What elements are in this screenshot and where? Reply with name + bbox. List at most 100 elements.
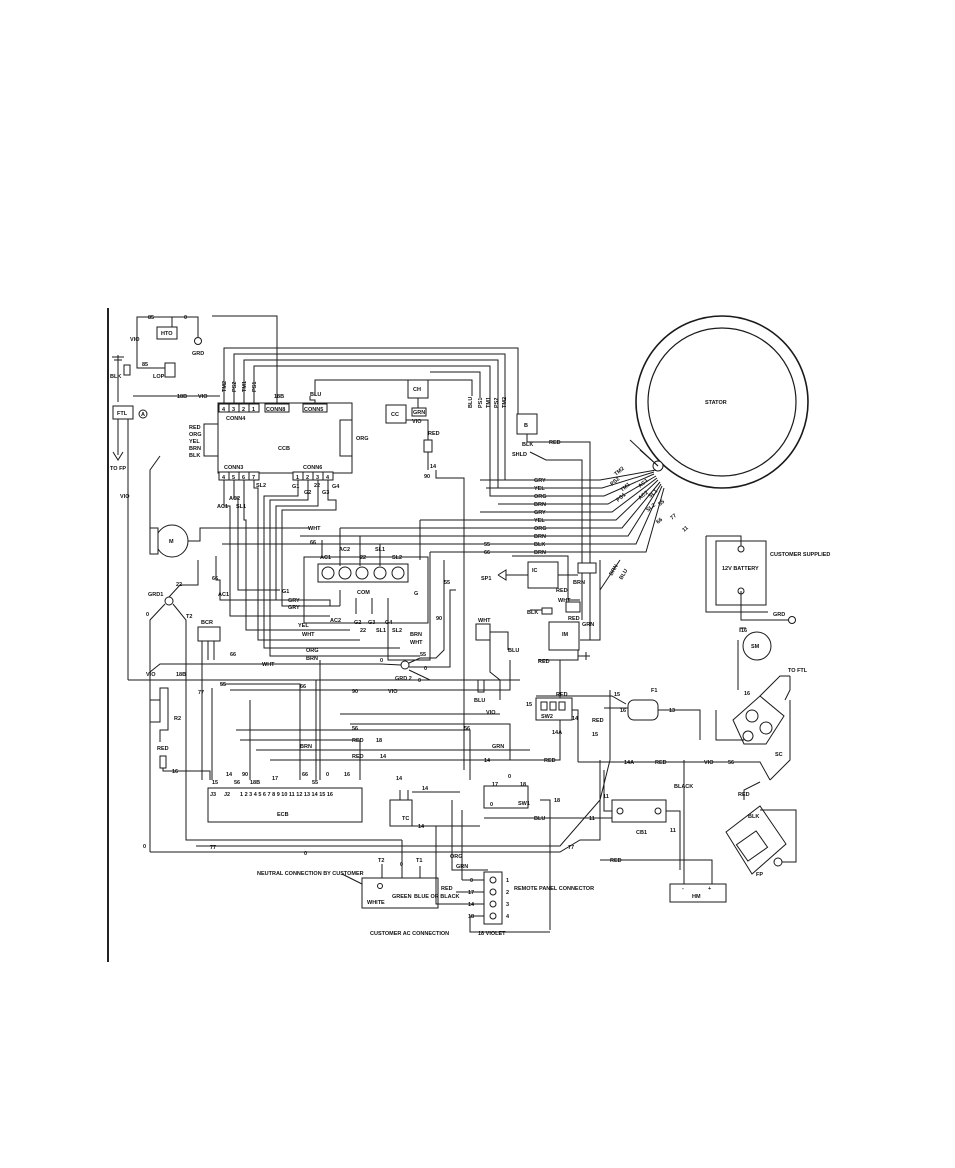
rp-w17: 17 (468, 890, 474, 896)
f1-fuse: F1 16 13 RED 15 (592, 688, 701, 740)
red-im-2: RED (538, 659, 550, 665)
ccb-left-blk: BLK (189, 453, 200, 459)
vio-long-mid: VIO (388, 689, 398, 695)
vio-long-left: VIO (146, 672, 156, 678)
rp-w0: 0 (470, 878, 473, 884)
w55-long: 55 (220, 682, 226, 688)
brn-mid: BRN (300, 744, 312, 750)
ecb-pins: 1 2 3 4 5 6 7 8 9 10 11 12 13 14 15 16 (240, 792, 333, 798)
ac2-ccb: AC2 (229, 496, 240, 502)
ac2-reg: AC2 (330, 618, 341, 624)
w0-grd2-c: 0 (418, 678, 421, 684)
lop-switch (164, 362, 176, 378)
ccb-box (217, 402, 353, 474)
grd2-label: GRD 2 (395, 676, 412, 682)
wire-14a-line (578, 761, 771, 781)
im-box (548, 621, 580, 651)
w14-mid: 14 (380, 754, 387, 760)
remote-panel-group: 1 2 3 4 REMOTE PANEL CONNECTOR 0 17 14 1… (435, 826, 594, 937)
blue-or-black-label: BLUE OR BLACK (414, 894, 460, 900)
w56-mid-2: 56 (464, 726, 470, 732)
conn4-pin3: 3 (232, 407, 235, 413)
cb1-w11: 11 (603, 794, 609, 800)
hm-red: RED (610, 858, 622, 864)
rp-org: ORG (450, 854, 463, 860)
lead-label-tm1: TM1 (619, 482, 631, 494)
sl2-reg: SL2 (392, 628, 402, 634)
sw2-red: RED (556, 692, 568, 698)
sp1-label: SP1 (481, 576, 491, 582)
lead-label-brn3: BRN (534, 550, 546, 556)
conn6-pin4: 4 (326, 475, 330, 481)
lead-label-org: ORG (534, 494, 547, 500)
battery-group: 12V BATTERY CUSTOMER SUPPLIED GRD (705, 535, 830, 624)
stator-leads (300, 439, 665, 553)
wire-14-cc: 14 (430, 464, 437, 470)
rp-4: 4 (506, 914, 510, 920)
lead-label-tm2: TM2 (613, 466, 625, 478)
g4-term: G4 (385, 620, 393, 626)
ecb-box (207, 787, 363, 823)
conn6-pin2: 2 (306, 475, 309, 481)
wire-0-top: 0 (184, 315, 187, 321)
rp-w18: 18 (468, 914, 474, 920)
cb1-w11-c: 11 (670, 828, 676, 834)
w18b-long: 18B (176, 672, 186, 678)
ecb-j2: J2 (224, 792, 230, 798)
t1-ac: T1 (416, 858, 422, 864)
conn4-label: CONN4 (226, 416, 246, 422)
lead-label-brn2: BRN (534, 534, 546, 540)
g3-ccb: G3 (322, 490, 329, 496)
w56-mid: 56 (352, 726, 358, 732)
ccb-board: CCB 4 3 2 1 CONN4 CONN8 CONN5 ORG RED OR… (189, 402, 369, 481)
ecb-w15: 15 (212, 780, 218, 786)
ecb-w55: 55 (312, 780, 318, 786)
ccb-right-connector (339, 419, 353, 457)
org-reg: ORG (306, 648, 319, 654)
ecb-w90: 90 (242, 772, 248, 778)
wht-harness: WHT (308, 526, 321, 532)
im-label: IM (562, 632, 569, 638)
t2-ac: T2 (378, 858, 384, 864)
tc-box (389, 799, 413, 827)
vio-label-cc: VIO (412, 419, 422, 425)
remote-panel-label: REMOTE PANEL CONNECTOR (514, 886, 594, 892)
starter-motor: M (149, 455, 220, 558)
ps2-label-top: PS2 (232, 382, 238, 392)
red-mid-2: RED (352, 754, 364, 760)
rp-1: 1 (506, 878, 509, 884)
w55-grd2: 55 (420, 652, 426, 658)
hm-label: HM (692, 894, 701, 900)
bcr-label: BCR (201, 620, 213, 626)
ecb-w17: 17 (272, 776, 278, 782)
bcr-box (197, 626, 221, 642)
ecb-w66: 66 (302, 772, 308, 778)
tc-group: TC 14 14 14 (389, 776, 480, 830)
battery-grd-terminal (788, 616, 796, 624)
red-im: RED (568, 616, 580, 622)
ecb-w18b: 18B (250, 780, 260, 786)
wire-85-top: 85 (148, 315, 154, 321)
ac1-left: AC1 (218, 592, 229, 598)
ccb-left-connector (203, 423, 219, 457)
b-sensor: B BLK RED SHLD (512, 413, 591, 640)
com-label: COM (357, 590, 370, 596)
red-mid: RED (352, 738, 364, 744)
w66-left: 66 (212, 576, 218, 582)
red-mid-3: RED (544, 758, 556, 764)
blk-ic: BLK (527, 610, 538, 616)
lead-label-brn: BRN (534, 502, 546, 508)
wire-0-grd1: 0 (146, 612, 149, 618)
ccb-left-yel: YEL (189, 439, 200, 445)
ignition-group: SP1 IC BRN RED WHT BLK RED IM GRN RED BR… (481, 555, 629, 665)
conn6-pin1: 1 (296, 475, 299, 481)
sw1-w0-b: 0 (490, 802, 493, 808)
wire-90-cc: 90 (424, 474, 430, 480)
ftl-label: FTL (117, 411, 128, 417)
ch-label: CH (413, 387, 421, 393)
r2-group: R2 RED 16 (149, 687, 211, 780)
wht-mid: WHT (478, 618, 491, 624)
b-label: B (524, 423, 528, 429)
conn5-label: CONN5 (304, 407, 323, 413)
w66-long-2: 66 (230, 652, 236, 658)
